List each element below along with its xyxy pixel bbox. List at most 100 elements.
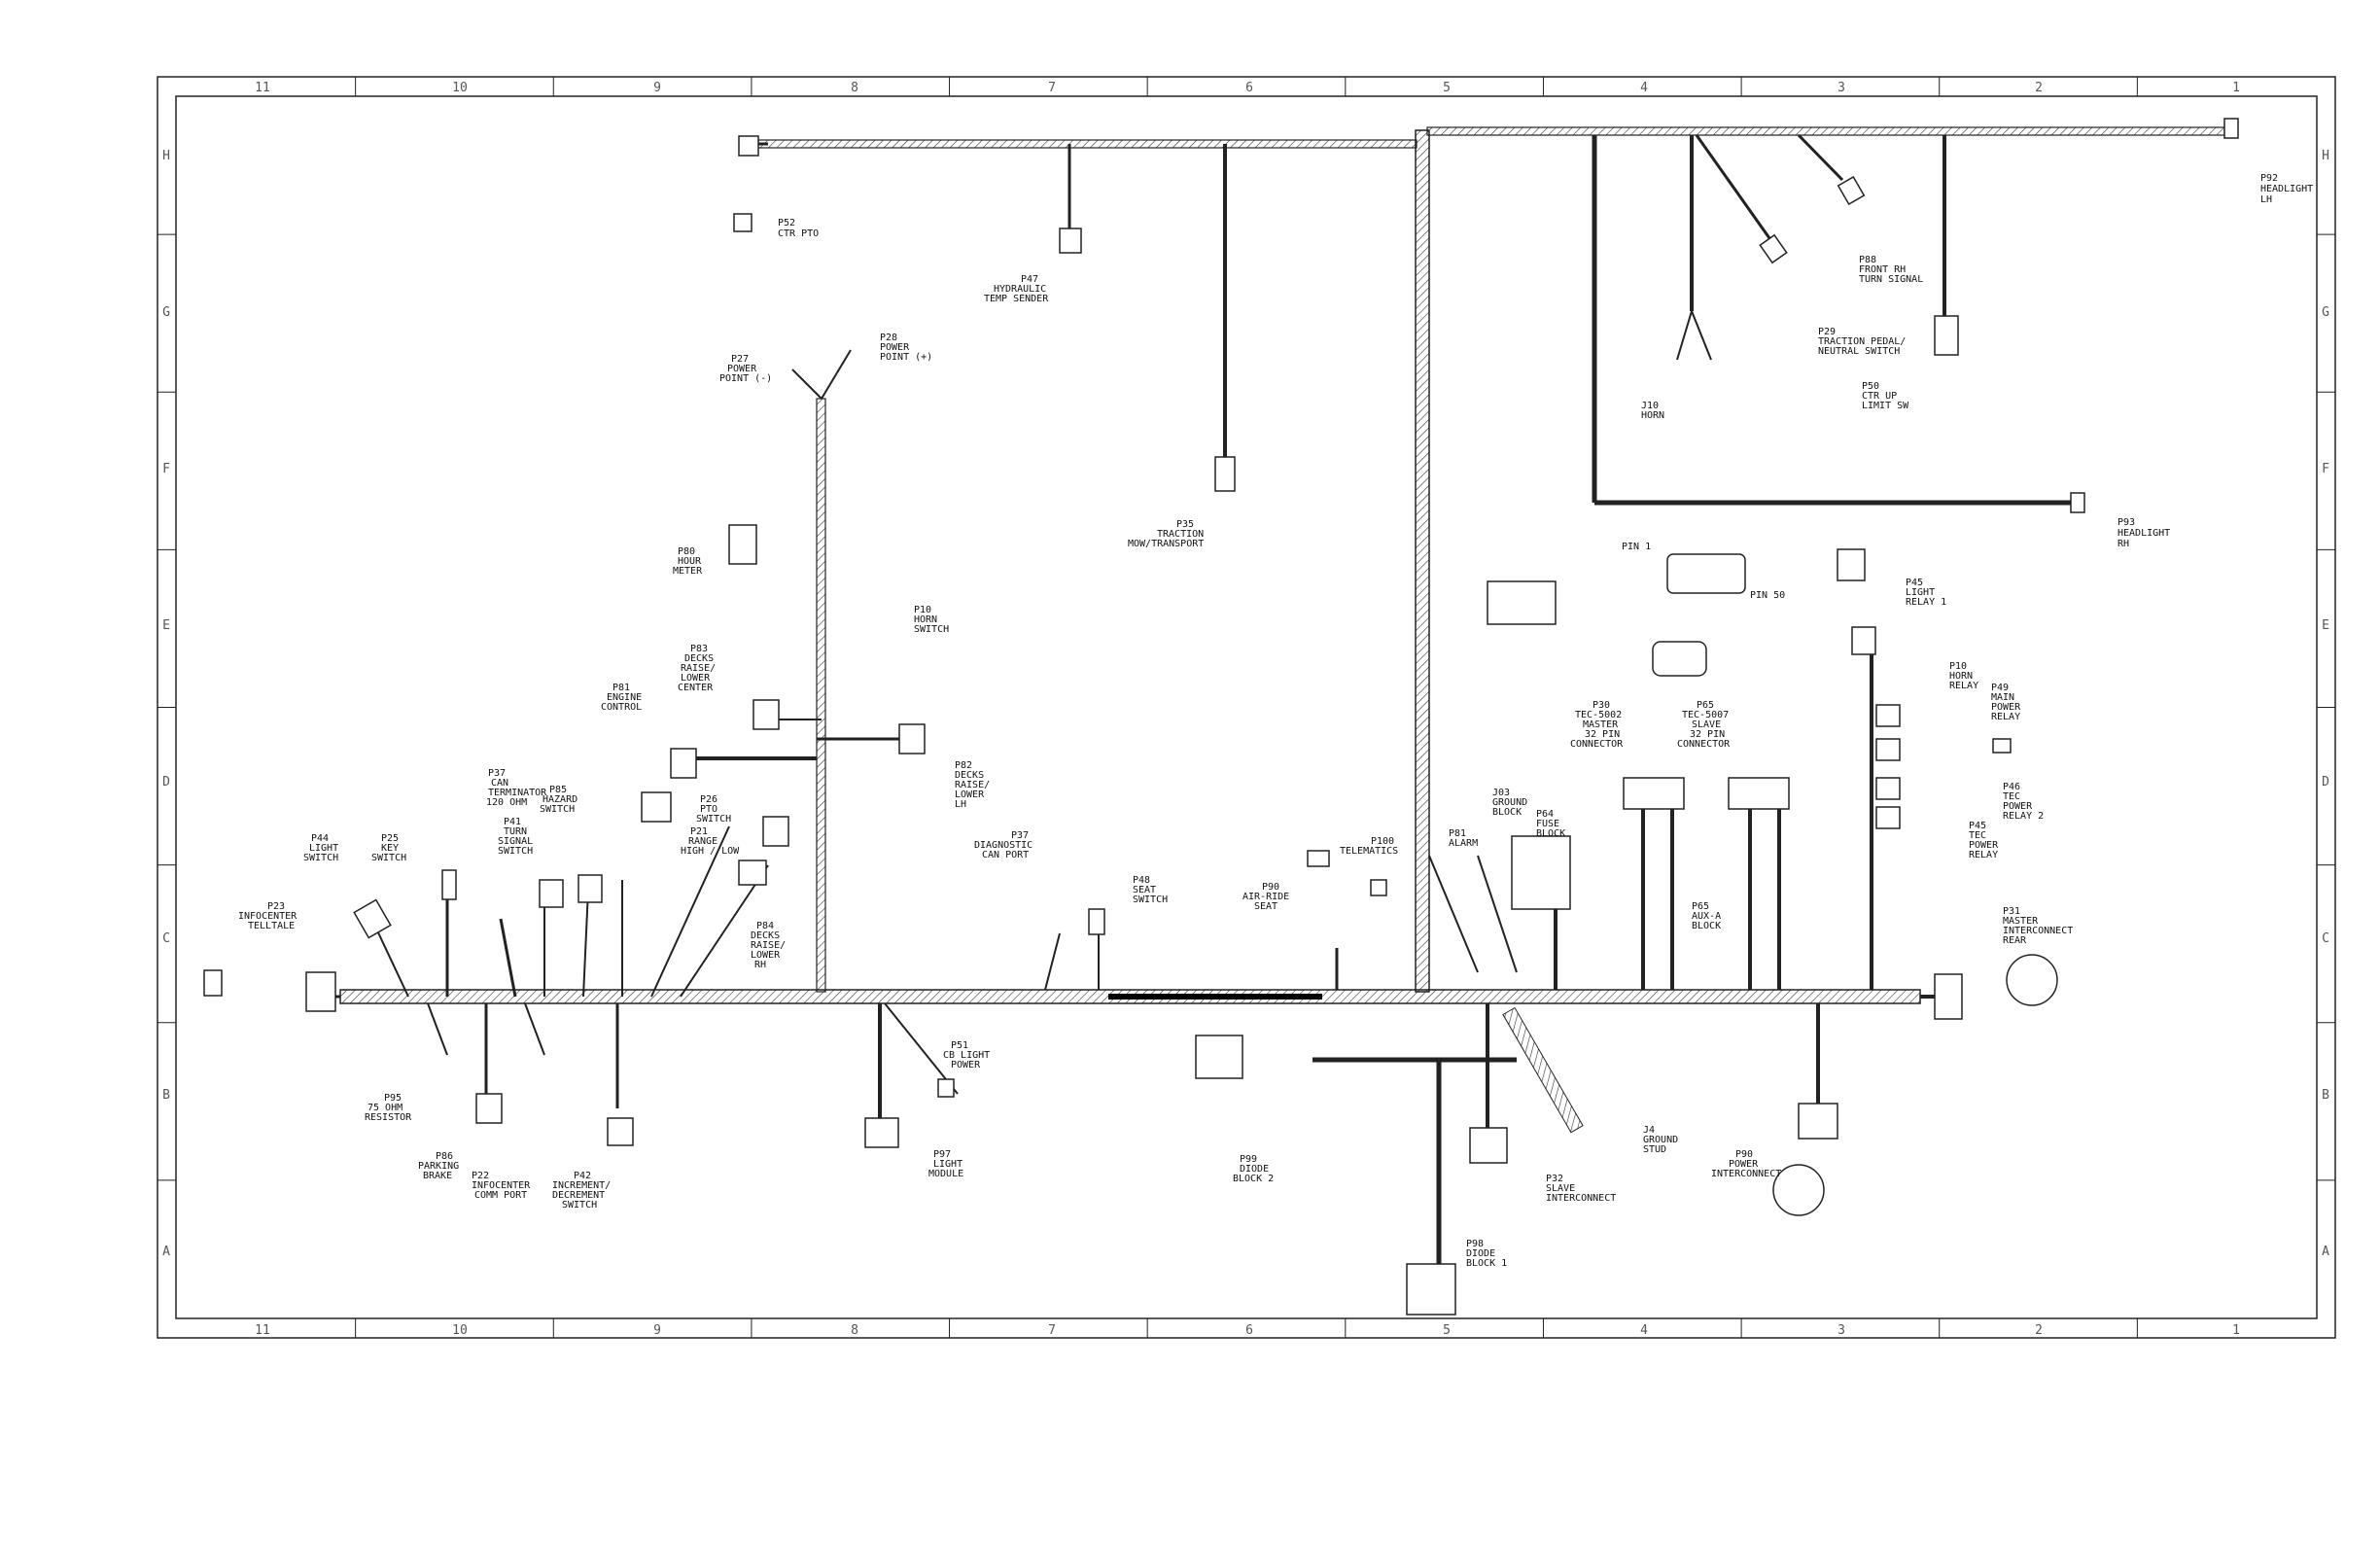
row-h-left: H (162, 149, 170, 163)
col-2-bottom: 2 (2035, 1323, 2043, 1338)
svg-text:LOWER: LOWER (751, 950, 781, 961)
svg-text:HIGH / LOW: HIGH / LOW (681, 846, 740, 857)
headlight-rh-connector (2070, 492, 2085, 513)
svg-text:CB LIGHT: CB LIGHT (943, 1050, 990, 1061)
hazard-connector (578, 874, 603, 903)
col-8-top: 8 (851, 81, 858, 95)
svg-text:LIGHT: LIGHT (309, 843, 338, 854)
svg-text:TEC-5007: TEC-5007 (1682, 710, 1729, 720)
svg-text:P27: P27 (731, 354, 749, 365)
svg-text:DIAGNOSTIC: DIAGNOSTIC (974, 840, 1032, 851)
col-11-bottom: 11 (255, 1323, 270, 1338)
svg-text:CTR UP: CTR UP (1862, 391, 1897, 402)
top-trunk-right (1426, 126, 2225, 136)
row-a-left: A (162, 1245, 170, 1259)
svg-text:CAN: CAN (491, 778, 508, 789)
cb-light-connector (937, 1078, 955, 1098)
col-11-top: 11 (255, 81, 270, 95)
svg-text:J4: J4 (1643, 1125, 1655, 1136)
svg-text:TURN: TURN (504, 826, 527, 837)
svg-text:HAZARD: HAZARD (542, 794, 578, 805)
svg-text:HORN: HORN (1949, 671, 1973, 682)
infocenter-telltale-connector (305, 971, 336, 1012)
col-10-bottom: 10 (452, 1323, 468, 1338)
svg-text:P28: P28 (880, 333, 897, 343)
svg-text:P32: P32 (1546, 1174, 1563, 1184)
zone-labels: 11 10 9 8 7 6 5 4 3 2 1 11 10 9 8 7 6 5 … (162, 81, 2329, 1338)
decks-lh-connector (898, 723, 926, 754)
svg-text:HEADLIGHT: HEADLIGHT (2118, 528, 2170, 539)
svg-text:SEAT: SEAT (1133, 885, 1156, 895)
power-interconnect-connector (1798, 1103, 1838, 1140)
svg-text:RELAY: RELAY (1949, 681, 1978, 691)
increment-switch-connector (607, 1117, 634, 1146)
svg-text:P93: P93 (2118, 517, 2135, 528)
svg-text:POWER: POWER (951, 1060, 981, 1070)
svg-text:COMM PORT: COMM PORT (474, 1190, 527, 1201)
svg-text:SWITCH: SWITCH (914, 624, 949, 635)
svg-text:LIGHT: LIGHT (1906, 587, 1935, 598)
svg-text:DECKS: DECKS (751, 930, 780, 941)
svg-text:BLOCK: BLOCK (1536, 828, 1565, 839)
svg-text:P97: P97 (933, 1149, 951, 1160)
svg-text:BRAKE: BRAKE (423, 1171, 452, 1181)
svg-text:TELEMATICS: TELEMATICS (1340, 846, 1398, 857)
svg-text:INTERCONNECT: INTERCONNECT (1546, 1193, 1616, 1204)
svg-text:TEC-5002: TEC-5002 (1575, 710, 1622, 720)
svg-text:BLOCK 2: BLOCK 2 (1233, 1174, 1274, 1184)
svg-text:P49: P49 (1991, 683, 2009, 693)
svg-text:POINT (-): POINT (-) (719, 373, 772, 384)
master-interconnect-face (2006, 954, 2058, 1006)
svg-text:LH: LH (955, 799, 966, 810)
svg-text:PTO: PTO (700, 804, 718, 815)
range-connector (738, 860, 767, 886)
svg-text:TRACTION PEDAL/: TRACTION PEDAL/ (1818, 336, 1906, 347)
svg-text:HORN: HORN (1641, 410, 1664, 421)
svg-text:TERMINATOR: TERMINATOR (488, 788, 547, 798)
svg-text:P22: P22 (472, 1171, 489, 1181)
fuse-block-connector (1511, 835, 1571, 910)
svg-text:RANGE: RANGE (688, 836, 718, 847)
decks-center-connector (752, 699, 780, 730)
svg-text:SWITCH: SWITCH (562, 1200, 597, 1211)
svg-text:P92: P92 (2260, 173, 2278, 184)
ctr-up-connector (1934, 315, 1959, 356)
col-7-bottom: 7 (1048, 1323, 1056, 1338)
svg-text:ENGINE: ENGINE (607, 692, 642, 703)
svg-text:DIODE: DIODE (1240, 1164, 1269, 1175)
key-switch-connector (441, 869, 457, 900)
pin-block (1666, 553, 1746, 594)
row-g-right: G (2322, 305, 2329, 320)
svg-text:MODULE: MODULE (928, 1169, 963, 1179)
row-f-right: F (2322, 462, 2329, 476)
svg-text:STUD: STUD (1643, 1144, 1666, 1155)
svg-text:P52: P52 (778, 218, 795, 228)
svg-text:RELAY 1: RELAY 1 (1906, 597, 1946, 608)
svg-text:POWER: POWER (1969, 840, 1999, 851)
hour-meter-connector (728, 524, 757, 565)
light-relay-connector (1851, 626, 1876, 655)
center-vertical-trunk (1415, 129, 1430, 993)
diode-block-1-connector (1406, 1263, 1456, 1316)
